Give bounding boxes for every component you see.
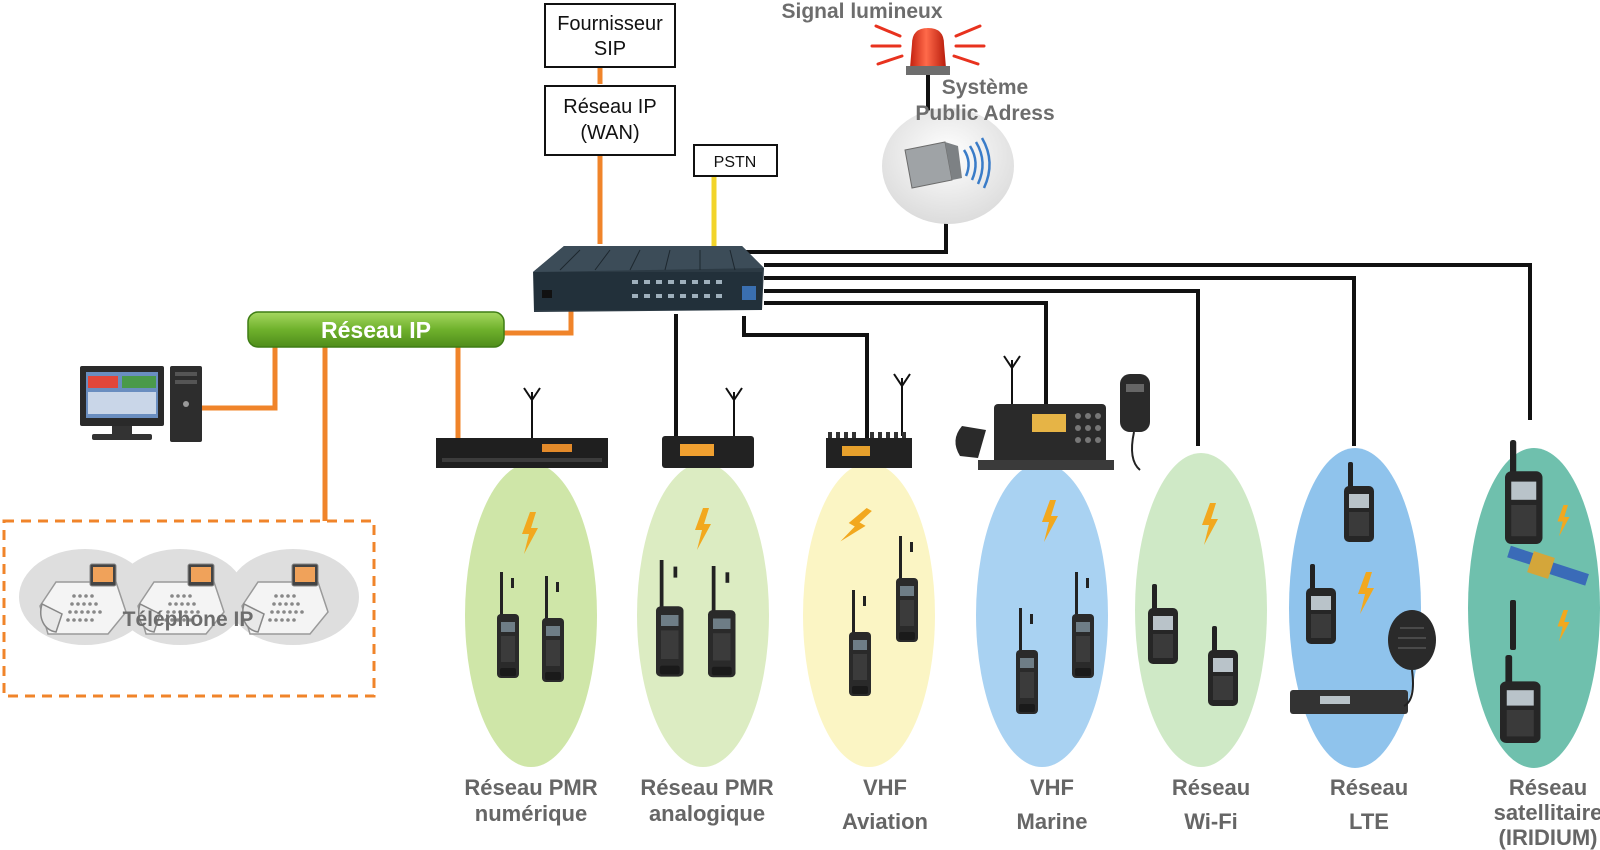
signal-label: Signal lumineux — [781, 0, 942, 23]
network-labels: Réseau PMR numérique Réseau PMR analogiq… — [464, 775, 1600, 850]
network-satellite-label-line1: Réseau — [1509, 775, 1587, 800]
radio-links — [674, 222, 1532, 446]
network-pmr-digital-label-line2: numérique — [475, 801, 587, 826]
pstn-box: PSTN — [693, 144, 778, 177]
network-vhf-aviation-label-line1: VHF — [863, 775, 907, 800]
public-address-label-line2: Public Adress — [915, 102, 1054, 125]
network-wifi-label-line1: Réseau — [1172, 775, 1250, 800]
pstn-label: PSTN — [714, 154, 757, 171]
beacon-icon — [870, 24, 986, 120]
network-satellite-label-line3: (IRIDIUM) — [1499, 825, 1598, 850]
vhf-aviation-mobile-radio-icon — [826, 373, 912, 468]
network-pmr-analog-label-line1: Réseau PMR — [640, 775, 773, 800]
network-lte-label-line1: Réseau — [1330, 775, 1408, 800]
lte-mobile-radio-icon — [1290, 610, 1436, 714]
public-address-system: Système Public Adress — [882, 76, 1055, 224]
network-vhf-marine-label-line2: Marine — [1017, 809, 1088, 834]
link-lte — [764, 276, 1356, 446]
vhf-marine-transceiver-icon — [955, 355, 1150, 471]
ip-phones-group: Téléphone IP — [2, 519, 376, 698]
network-vhf-marine-label-line1: VHF — [1030, 775, 1074, 800]
sip-provider-box: Fournisseur SIP — [544, 3, 676, 68]
satellite-devices — [1500, 440, 1589, 743]
network-wifi-label-line2: Wi-Fi — [1184, 809, 1238, 834]
network-ellipses — [465, 448, 1600, 768]
link-satellite — [764, 263, 1532, 420]
sip-provider-label-line2: SIP — [594, 38, 626, 60]
network-lte-area — [1289, 448, 1421, 768]
pc-workstation-icon — [80, 366, 202, 442]
pmr-analog-mobile-radio-icon — [662, 387, 754, 468]
ip-wan-box: Réseau IP (WAN) — [544, 85, 676, 156]
network-satellite-label-line2: satellitaire — [1494, 800, 1600, 825]
link-public-address — [728, 222, 948, 254]
ip-phone-label: Téléphone IP — [123, 608, 254, 631]
link-wifi — [764, 289, 1200, 446]
network-pmr-digital-area — [465, 463, 597, 767]
network-pmr-analog-label-line2: analogique — [649, 801, 765, 826]
network-vhf-marine-area — [976, 463, 1108, 767]
lte-devices — [1290, 462, 1436, 714]
public-address-label-line1: Système — [942, 76, 1028, 99]
satellite-icon — [1507, 545, 1589, 586]
sip-provider-label-line1: Fournisseur — [557, 13, 663, 35]
network-lte-label-line2: LTE — [1349, 809, 1389, 834]
gateway-device-icon — [533, 246, 764, 312]
link-vhf-aviation — [742, 316, 869, 438]
pmr-digital-repeater-icon — [436, 387, 608, 468]
signal-beacon: Signal lumineux — [781, 0, 986, 120]
ip-network-label: Réseau IP — [321, 317, 431, 343]
network-vhf-aviation-label-line2: Aviation — [842, 809, 928, 834]
link-ipnetwork-pc — [200, 347, 278, 411]
ip-wan-label-line2: (WAN) — [580, 122, 639, 144]
ip-wan-label-line1: Réseau IP — [563, 96, 656, 118]
ip-network-bar: Réseau IP — [247, 311, 505, 348]
link-vhf-marine — [764, 301, 1048, 404]
network-pmr-digital-label-line1: Réseau PMR — [464, 775, 597, 800]
loudspeaker-icon — [904, 137, 991, 189]
network-pmr-analog-area — [637, 463, 769, 767]
